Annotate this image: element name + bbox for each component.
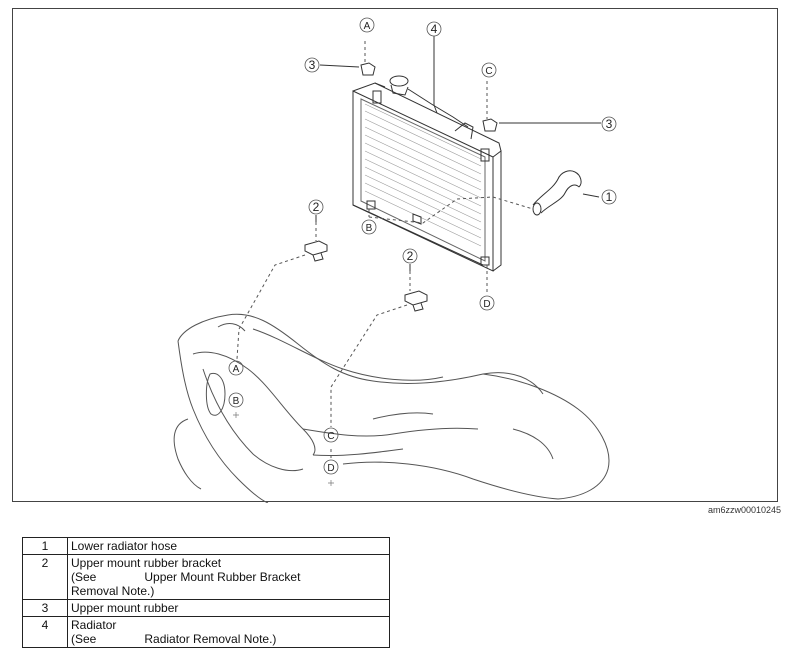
part-number: 3 (22, 599, 68, 617)
lower-radiator-hose-drawing (532, 170, 582, 216)
reference-link[interactable]: Radiator Removal Note.) (144, 632, 277, 646)
upper-mount-bracket-drawing (304, 240, 428, 312)
image-id: am6zzw00010245 (707, 505, 781, 515)
callout-2-right: 2 (407, 249, 414, 263)
leader-lines (315, 36, 601, 271)
diagram-frame: 4 3 3 1 2 2 A C B D A B C D (12, 8, 778, 503)
callout-3-left: 3 (309, 58, 316, 72)
vehicle-front-outline (173, 313, 610, 503)
part-number: 1 (22, 537, 68, 555)
point-c-top: C (485, 66, 492, 77)
reference-link[interactable]: Upper Mount Rubber Bracket (144, 570, 301, 584)
table-row: 1 Lower radiator hose (22, 537, 390, 555)
fastener-marks (233, 412, 334, 486)
callout-1: 1 (606, 190, 613, 204)
radiator-drawing (352, 75, 502, 272)
point-c-bottom: C (327, 431, 334, 442)
callout-4: 4 (431, 22, 438, 36)
point-b-top: B (366, 223, 373, 234)
point-b-bottom: B (233, 396, 240, 407)
part-description: Lower radiator hose (67, 537, 390, 555)
point-a-top: A (364, 21, 371, 32)
parts-legend-table: 1 Lower radiator hose 2 Upper mount rubb… (22, 537, 390, 648)
callout-2-left: 2 (313, 200, 320, 214)
point-d-bottom: D (327, 463, 334, 474)
part-description: Upper mount rubber (67, 599, 390, 617)
upper-mount-rubber-drawing (360, 62, 498, 132)
callout-3-right: 3 (606, 117, 613, 131)
alignment-lines (236, 41, 534, 461)
exploded-view-diagram: 4 3 3 1 2 2 A C B D A B C D (173, 17, 617, 503)
part-number: 4 (22, 616, 68, 648)
point-d-top: D (483, 299, 490, 310)
part-number: 2 (22, 554, 68, 600)
point-a-bottom: A (233, 364, 240, 375)
table-row: 3 Upper mount rubber (22, 599, 390, 617)
